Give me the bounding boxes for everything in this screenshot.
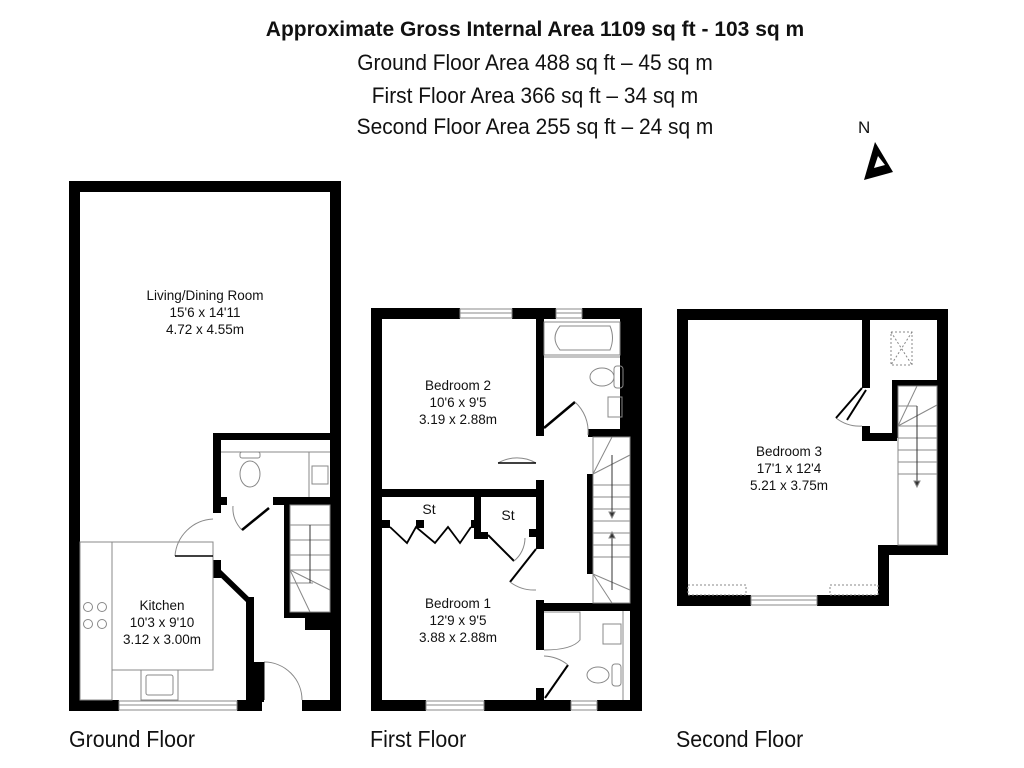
second-floor-plan — [677, 309, 948, 606]
ground-floor-area: Ground Floor Area 488 sq ft – 45 sq m — [357, 50, 713, 75]
room-metric: 5.21 x 3.75m — [749, 478, 829, 493]
floor-label-first: First Floor — [370, 726, 467, 752]
room-name: Bedroom 1 — [424, 596, 492, 611]
room-imperial: 15'6 x 14'11 — [169, 305, 241, 320]
room-name: Living/Dining Room — [146, 288, 264, 303]
room-name: Bedroom 3 — [755, 444, 823, 459]
first-floor-plan — [371, 308, 642, 711]
ground-floor-fixtures — [79, 451, 331, 711]
gross-area-title: Approximate Gross Internal Area 1109 sq … — [265, 18, 805, 41]
ground-floor-plan — [69, 181, 341, 711]
room-metric: 3.19 x 2.88m — [418, 412, 498, 427]
room-living-dining: Living/Dining Room 15'6 x 14'11 4.72 x 4… — [146, 287, 263, 338]
room-name: Bedroom 2 — [424, 378, 492, 393]
room-imperial: 12'9 x 9'5 — [429, 613, 487, 628]
floor-label-ground: Ground Floor — [69, 726, 196, 752]
second-floor-fixtures — [687, 331, 938, 606]
room-imperial: 17'1 x 12'4 — [756, 461, 822, 476]
room-bedroom-2: Bedroom 2 10'6 x 9'5 3.19 x 2.88m — [419, 377, 497, 428]
floor-label-second: Second Floor — [676, 726, 804, 752]
room-bedroom-3: Bedroom 3 17'1 x 12'4 5.21 x 3.75m — [750, 443, 828, 494]
room-bedroom-1: Bedroom 1 12'9 x 9'5 3.88 x 2.88m — [419, 595, 497, 646]
storage-label-1: St — [422, 501, 436, 517]
second-floor-area: Second Floor Area 255 sq ft – 24 sq m — [356, 114, 714, 139]
room-metric: 4.72 x 4.55m — [165, 322, 245, 337]
room-imperial: 10'6 x 9'5 — [429, 395, 487, 410]
north-label: N — [858, 118, 871, 137]
north-arrow-icon — [864, 142, 893, 180]
first-floor-fixtures — [389, 308, 631, 711]
room-imperial: 10'3 x 9'10 — [129, 615, 195, 630]
room-metric: 3.12 x 3.00m — [122, 632, 202, 647]
first-floor-area: First Floor Area 366 sq ft – 34 sq m — [371, 83, 699, 108]
room-name: Kitchen — [139, 598, 185, 613]
room-metric: 3.88 x 2.88m — [418, 630, 498, 645]
room-kitchen: Kitchen 10'3 x 9'10 3.12 x 3.00m — [123, 597, 201, 648]
storage-label-2: St — [501, 507, 515, 523]
